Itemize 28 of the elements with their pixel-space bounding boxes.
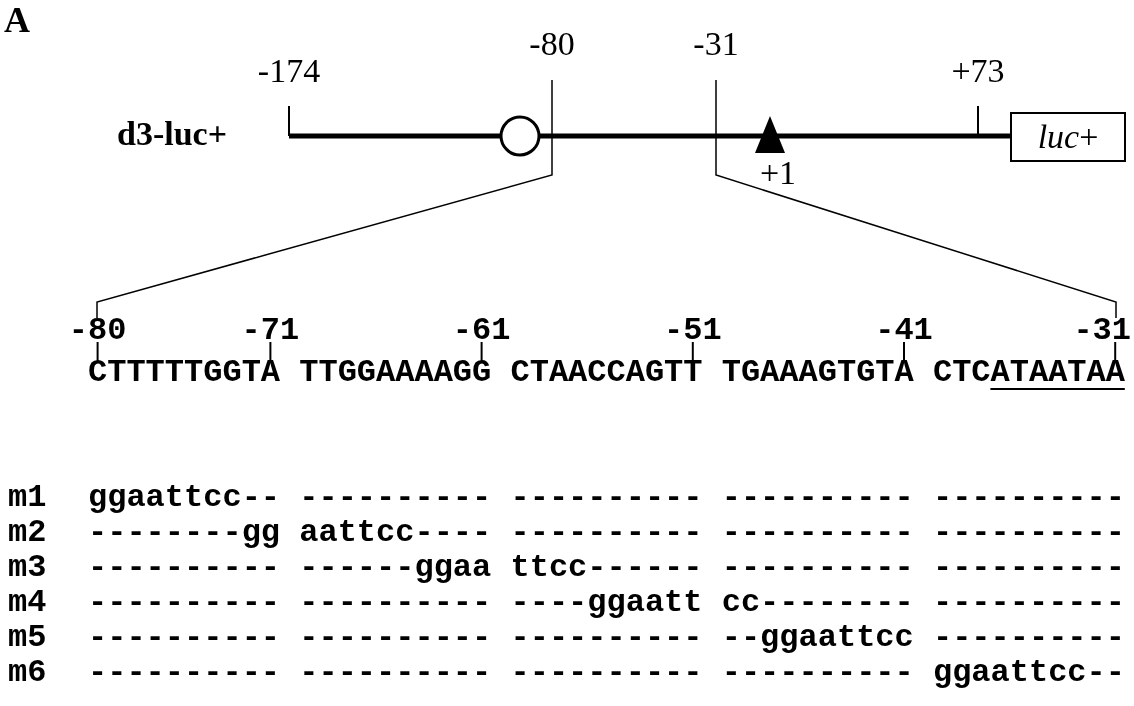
row-label: m4 bbox=[8, 587, 47, 619]
position-label: -41 bbox=[875, 315, 933, 347]
position-label: -80 bbox=[68, 315, 127, 347]
panel-letter: A bbox=[4, 2, 30, 38]
position-label: -31 bbox=[1073, 315, 1131, 347]
position-label: +1 bbox=[759, 156, 797, 190]
row-label: m1 bbox=[8, 482, 47, 514]
mutant-sequence: ---------- ------ggaa ttcc------ ---------- ---------- bbox=[88, 552, 1125, 584]
position-label: -51 bbox=[664, 315, 722, 347]
construct-name: d3-luc+ bbox=[116, 117, 228, 151]
row-label: m3 bbox=[8, 552, 47, 584]
position-label: +73 bbox=[951, 54, 1005, 88]
position-label: -80 bbox=[529, 27, 575, 61]
dna-sequence: CTTTTTGGTA TTGGAAAAGG CTAACCAGTT TGAAAGTGTA CTCATAATAA bbox=[88, 357, 1125, 389]
position-label: -61 bbox=[452, 315, 511, 347]
gene-label: luc+ bbox=[1037, 120, 1099, 154]
gene-box bbox=[1010, 112, 1126, 162]
mutant-sequence: ---------- ---------- ---------- --ggaattcc ---------- bbox=[88, 622, 1125, 654]
position-label: -71 bbox=[241, 315, 300, 347]
row-label: m6 bbox=[8, 657, 47, 689]
position-label: -174 bbox=[257, 54, 321, 88]
mutant-sequence: ggaattcc-- ---------- ---------- ---------- ---------- bbox=[88, 482, 1125, 514]
row-label: m5 bbox=[8, 622, 47, 654]
mutant-sequence: ---------- ---------- ----ggaatt cc-------- ---------- bbox=[88, 587, 1125, 619]
mutant-sequence: ---------- ---------- ---------- ---------- ggaattcc-- bbox=[88, 657, 1125, 689]
mutant-sequence: --------gg aattcc---- ---------- ---------- ---------- bbox=[88, 517, 1125, 549]
row-label: m2 bbox=[8, 517, 47, 549]
position-label: -31 bbox=[693, 27, 739, 61]
